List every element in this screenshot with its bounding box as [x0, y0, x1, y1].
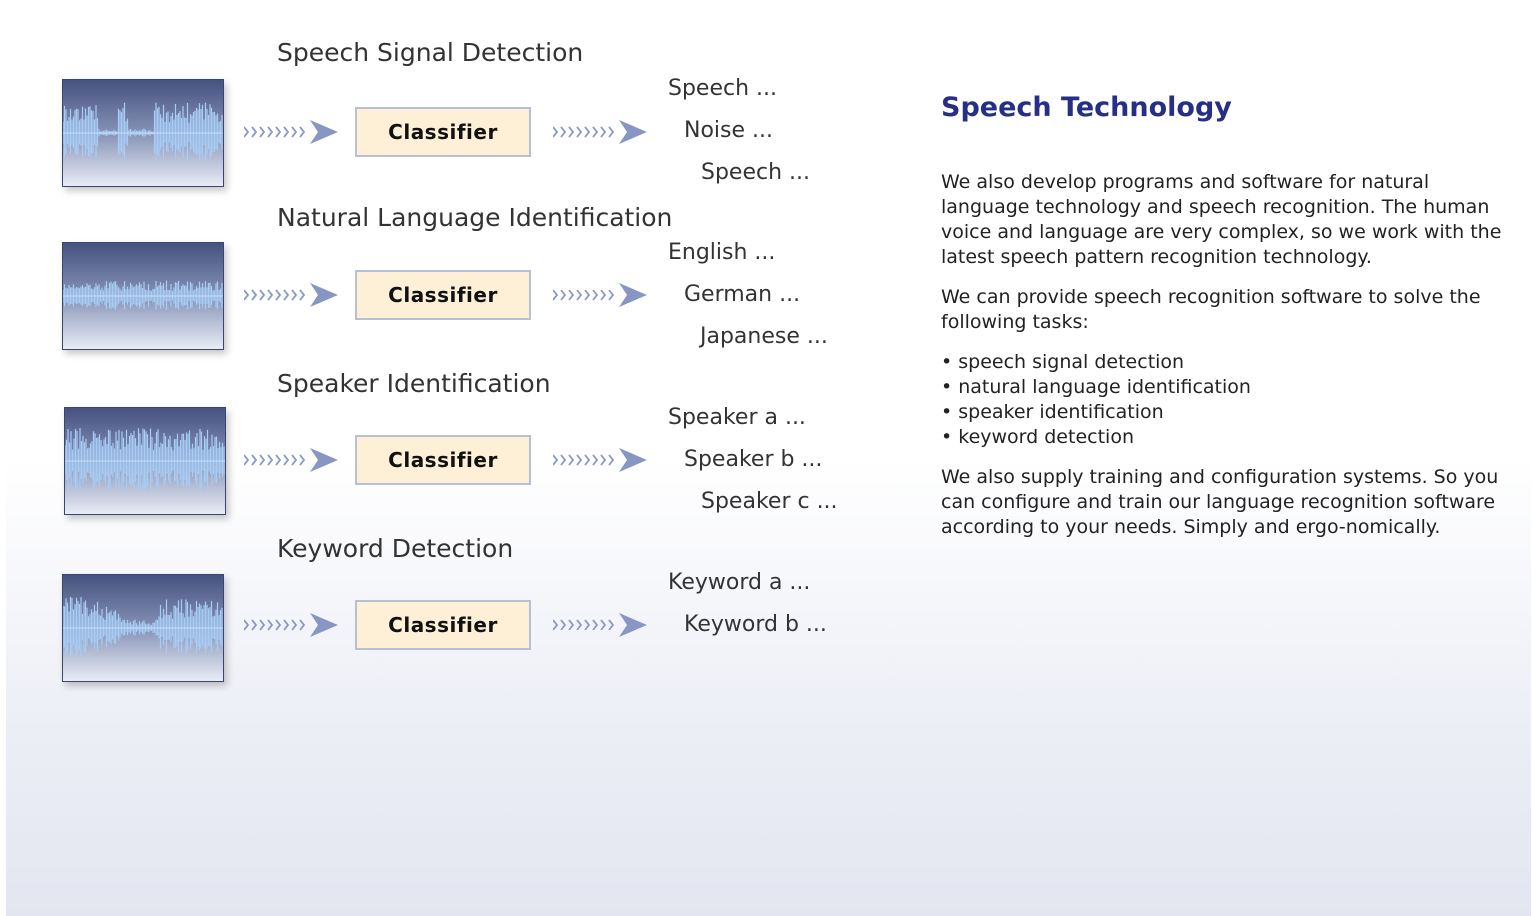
output-label: German ...	[684, 282, 801, 307]
chevron-arrow-icon	[244, 448, 338, 472]
output-label: Japanese ...	[700, 324, 828, 349]
classifier-box: Classifier	[355, 600, 531, 650]
background-panel	[6, 0, 1531, 916]
waveform-thumbnail	[62, 79, 224, 187]
section-title-speaker-identification: Speaker Identification	[277, 369, 551, 398]
chevron-arrow-icon	[244, 283, 338, 307]
output-label: Speaker c ...	[701, 489, 838, 514]
classifier-box: Classifier	[355, 270, 531, 320]
info-paragraph: We can provide speech recognition softwa…	[941, 286, 1481, 333]
info-paragraph: We also develop programs and software fo…	[941, 171, 1502, 268]
info-paragraph: We also supply training and configuratio…	[941, 466, 1499, 538]
classifier-box: Classifier	[355, 107, 531, 157]
output-label: Speech ...	[668, 76, 778, 101]
waveform-thumbnail	[62, 574, 224, 682]
waveform-thumbnail	[64, 407, 226, 515]
audio-waveform-icon	[65, 428, 225, 491]
audio-waveform-icon	[63, 102, 223, 161]
info-title: Speech Technology	[941, 92, 1232, 123]
output-label: Speech ...	[701, 160, 811, 185]
chevron-arrow-icon	[553, 283, 647, 307]
info-panel: Speech Technology We also develop progra…	[941, 88, 1511, 555]
chevron-arrow-icon	[553, 120, 647, 144]
task-list: speech signal detection natural language…	[941, 350, 1511, 450]
chevron-arrow-icon	[244, 120, 338, 144]
classifier-box: Classifier	[355, 435, 531, 485]
audio-waveform-icon	[63, 596, 223, 657]
chevron-arrow-icon	[244, 613, 338, 637]
task-item: speech signal detection	[941, 350, 1511, 375]
waveform-thumbnail	[62, 242, 224, 350]
audio-waveform-icon	[63, 280, 223, 310]
section-title-speech-signal-detection: Speech Signal Detection	[277, 38, 584, 67]
output-label: Keyword b ...	[684, 612, 827, 637]
section-title-natural-language-identification: Natural Language Identification	[277, 203, 673, 232]
task-item: natural language identification	[941, 375, 1511, 400]
output-label: Keyword a ...	[668, 570, 811, 595]
chevron-arrow-icon	[553, 613, 647, 637]
task-item: keyword detection	[941, 425, 1511, 450]
output-label: Noise ...	[684, 118, 773, 143]
task-item: speaker identification	[941, 400, 1511, 425]
output-label: Speaker b ...	[684, 447, 823, 472]
output-label: English ...	[668, 240, 776, 265]
chevron-arrow-icon	[553, 448, 647, 472]
section-title-keyword-detection: Keyword Detection	[277, 534, 514, 563]
output-label: Speaker a ...	[668, 405, 806, 430]
